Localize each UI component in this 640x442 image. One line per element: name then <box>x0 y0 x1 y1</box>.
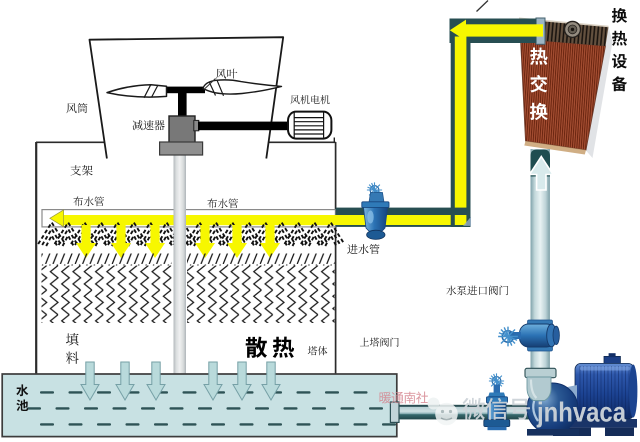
svg-text:jnhvaca: jnhvaca <box>536 397 626 428</box>
